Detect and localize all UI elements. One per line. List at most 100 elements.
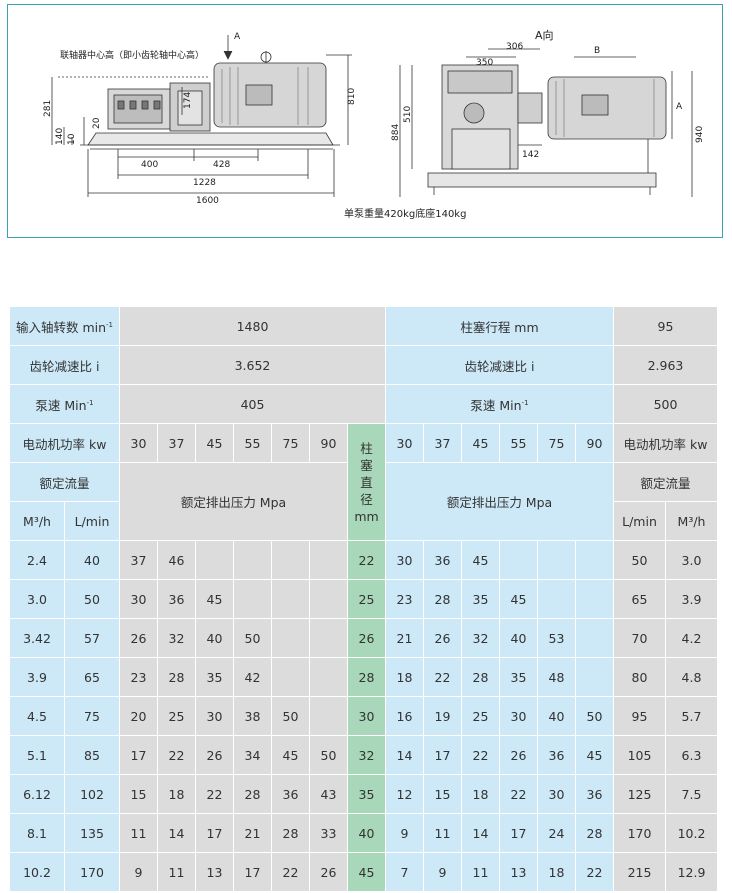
weight-note: 单泵重量420kg底座140kg [344,207,466,220]
dim-b: B [594,46,600,56]
power-right: 37 [423,423,462,463]
pressure-right-cell [575,618,614,658]
pressure-right-cell: 30 [537,774,576,814]
pressure-left-cell [309,540,348,580]
dim-1228: 1228 [193,178,216,188]
pressure-label-right: 额定排出压力 Mpa [385,462,614,541]
pressure-left-cell: 36 [157,579,196,619]
pressure-right-cell: 11 [461,852,500,892]
pressure-left-cell [309,657,348,697]
plunger-diameter-cell: 45 [347,852,386,892]
pressure-left-cell: 36 [271,774,310,814]
pressure-label-left: 额定排出压力 Mpa [119,462,348,541]
flow-lmin-left: 135 [64,813,120,853]
dim-306: 306 [506,42,523,52]
pressure-right-cell [537,579,576,619]
pressure-right-cell: 23 [385,579,424,619]
flow-m3h-left: 3.42 [9,618,65,658]
pressure-left-cell: 43 [309,774,348,814]
pressure-left-cell: 26 [119,618,158,658]
dim-510: 510 [403,106,413,123]
pressure-right-cell: 45 [575,735,614,775]
power-right: 90 [575,423,614,463]
pressure-right-cell: 35 [461,579,500,619]
drawing-svg: 联轴器中心高（即小齿轮轴中心高） A 400 428 1228 1600 810… [43,28,705,220]
pressure-right-cell: 9 [385,813,424,853]
pressure-right-cell: 45 [461,540,500,580]
input-speed-value: 1480 [119,306,386,346]
flow-lmin-right: 95 [613,696,666,736]
pressure-left-cell: 38 [233,696,272,736]
flow-m3h-right: 4.2 [665,618,718,658]
pressure-right-cell: 40 [499,618,538,658]
stroke-label: 柱塞行程 mm [385,306,614,346]
dim-a: A [676,102,683,112]
pressure-right-cell: 7 [385,852,424,892]
flow-m3h-left: 4.5 [9,696,65,736]
flow-m3h-left: 8.1 [9,813,65,853]
dim-940: 940 [695,126,705,143]
flow-m3h-right: 3.0 [665,540,718,580]
pressure-left-cell [233,540,272,580]
gear-ratio-right: 2.963 [613,345,718,385]
pressure-right-cell [575,540,614,580]
pressure-left-cell: 17 [233,852,272,892]
power-left: 55 [233,423,272,463]
pressure-right-cell: 21 [385,618,424,658]
pressure-left-cell: 22 [195,774,234,814]
pressure-right-cell: 53 [537,618,576,658]
pressure-left-cell [309,579,348,619]
gear-ratio-left: 3.652 [119,345,386,385]
flow-m3h-right: 10.2 [665,813,718,853]
flow-m3h-right: 4.8 [665,657,718,697]
pressure-right-cell: 35 [499,657,538,697]
pressure-right-cell: 18 [385,657,424,697]
pressure-right-cell: 24 [537,813,576,853]
pressure-left-cell: 17 [195,813,234,853]
flow-lmin-left: 50 [64,579,120,619]
stroke-value: 95 [613,306,718,346]
plunger-diameter-cell: 26 [347,618,386,658]
flow-lmin-right: 125 [613,774,666,814]
plunger-diameter-header: 柱塞直径 mm [347,423,386,541]
dim-884: 884 [391,124,401,141]
pressure-left-cell: 35 [195,657,234,697]
pump-speed-left: 405 [119,384,386,424]
pressure-right-cell: 14 [461,813,500,853]
pressure-right-cell: 40 [537,696,576,736]
pressure-left-cell: 50 [271,696,310,736]
pressure-left-cell: 32 [157,618,196,658]
flow-m3h-left: 3.0 [9,579,65,619]
pressure-left-cell: 26 [309,852,348,892]
pressure-left-cell: 15 [119,774,158,814]
flow-lmin-left: 65 [64,657,120,697]
pressure-right-cell: 26 [423,618,462,658]
rated-flow-label-left: 额定流量 [9,462,120,502]
dim-400: 400 [141,160,158,170]
power-left: 45 [195,423,234,463]
pressure-right-cell: 17 [423,735,462,775]
coupling-height-annotation: 联轴器中心高（即小齿轮轴中心高） [60,49,204,61]
pressure-left-cell: 46 [157,540,196,580]
pressure-left-cell: 28 [271,813,310,853]
pressure-right-cell: 18 [461,774,500,814]
gear-ratio-label-right: 齿轮减速比 i [385,345,614,385]
motor-power-label-left: 电动机功率 kw [9,423,120,463]
pressure-right-cell: 22 [575,852,614,892]
pressure-right-cell: 50 [575,696,614,736]
pressure-right-cell: 15 [423,774,462,814]
pressure-right-cell: 28 [575,813,614,853]
pressure-left-cell: 34 [233,735,272,775]
flow-lmin-left: 40 [64,540,120,580]
flow-unit-m3-right: M³/h [665,501,718,541]
pressure-right-cell [499,540,538,580]
pressure-left-cell: 11 [119,813,158,853]
flow-lmin-right: 105 [613,735,666,775]
pressure-right-cell: 30 [499,696,538,736]
pressure-left-cell [271,540,310,580]
pressure-left-cell: 42 [233,657,272,697]
technical-drawing: 联轴器中心高（即小齿轮轴中心高） A 400 428 1228 1600 810… [7,4,723,238]
